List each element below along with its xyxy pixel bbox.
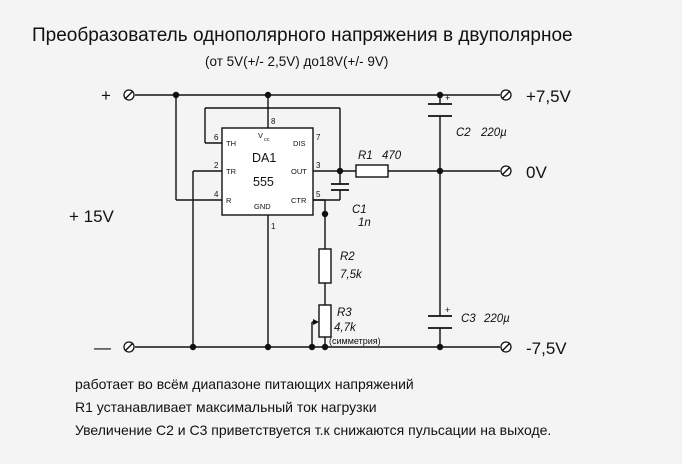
- r3-note: (симметрия): [329, 336, 381, 346]
- pin-number-2: 2: [214, 161, 219, 170]
- c1-value: 1n: [358, 217, 371, 229]
- diagram-title: Преобразователь однополярного напряжения…: [32, 25, 573, 46]
- resistor-r2: R2 7,5k: [318, 248, 363, 284]
- supply-voltage-label: + 15V: [69, 207, 115, 226]
- pin-vcc-sub: cc: [264, 137, 270, 143]
- pin-number-8: 8: [271, 117, 276, 126]
- r2-name: R2: [340, 251, 355, 263]
- c1-name: C1: [352, 204, 367, 216]
- pin-r-label: R: [226, 196, 232, 205]
- pin-dis-label: DIS: [293, 139, 306, 148]
- diagram-subtitle: (от 5V(+/- 2,5V) до18V(+/- 9V): [205, 54, 388, 69]
- terminals: [123, 89, 512, 353]
- ic-type: 555: [253, 175, 274, 189]
- pin-out-label: OUT: [291, 167, 307, 176]
- pin-number-5: 5: [316, 190, 321, 199]
- pin-number-1: 1: [271, 222, 276, 231]
- note-line-2: R1 устанавливает максимальный ток нагруз…: [75, 399, 377, 415]
- c2-polarity: +: [445, 93, 450, 103]
- c3-polarity: +: [445, 305, 450, 315]
- junction-dots: [172, 91, 444, 351]
- pin-number-4: 4: [214, 190, 219, 199]
- pin-th-label: TH: [226, 139, 236, 148]
- r1-name: R1: [358, 150, 373, 162]
- capacitor-c3: + C3 220µ: [428, 305, 510, 329]
- pin-gnd-label: GND: [254, 202, 271, 211]
- output-zero-label: 0V: [526, 163, 547, 182]
- pin-tr-label: TR: [226, 167, 237, 176]
- supply-plus-label: +: [101, 86, 111, 105]
- r1-value: 470: [382, 150, 402, 162]
- r2-value: 7,5k: [340, 269, 363, 281]
- note-line-1: работает во всём диапазоне питающих напр…: [75, 376, 414, 392]
- c3-value: 220µ: [483, 313, 510, 325]
- capacitor-c1: C1 1n: [331, 183, 371, 229]
- c2-value: 220µ: [480, 127, 507, 139]
- pin-number-3: 3: [316, 161, 321, 170]
- pin-ctr-label: CTR: [291, 196, 307, 205]
- note-line-3: Увеличение С2 и С3 приветствуется т.к сн…: [75, 422, 551, 438]
- pin-vcc-label: V: [258, 131, 263, 140]
- c3-name: C3: [461, 313, 476, 325]
- supply-minus-label: —: [94, 338, 111, 357]
- r3-name: R3: [337, 307, 352, 319]
- ic-name: DA1: [252, 151, 276, 165]
- capacitor-c2: + C2 220µ: [428, 93, 507, 139]
- ic-555: TH TR R V cc DIS OUT CTR GND DA1 555 6 2…: [214, 117, 321, 231]
- c2-name: C2: [456, 127, 471, 139]
- output-pos-label: +7,5V: [526, 87, 572, 106]
- trimmer-r3: R3 4,7k (симметрия): [312, 304, 381, 346]
- pin-number-6: 6: [214, 133, 219, 142]
- resistor-r1: R1 470: [355, 150, 402, 178]
- pin-number-7: 7: [316, 133, 321, 142]
- r3-value: 4,7k: [334, 322, 357, 334]
- output-neg-label: -7,5V: [526, 339, 567, 358]
